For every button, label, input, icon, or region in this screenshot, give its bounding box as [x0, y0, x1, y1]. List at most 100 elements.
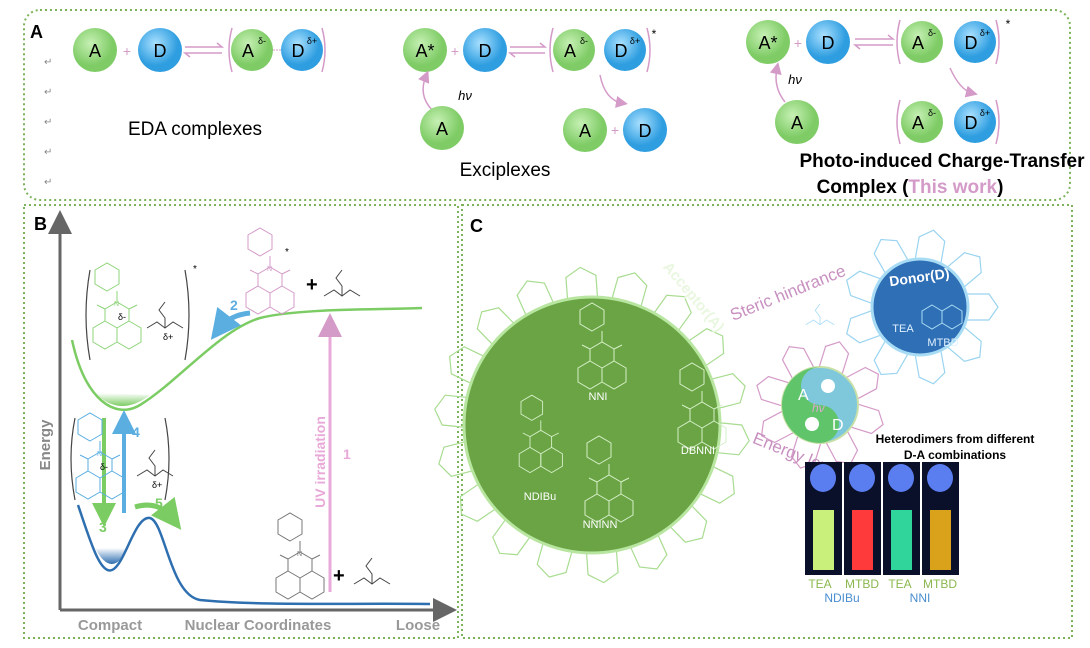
acceptor-label: A [912, 33, 924, 53]
delta-minus: δ- [580, 36, 588, 46]
excited-acceptor-label: A* [415, 41, 434, 61]
photo-title-line1: Heterodimers from different [876, 432, 1035, 446]
relaxation-arrow-icon [949, 67, 978, 98]
eda-caption: EDA complexes [128, 119, 262, 140]
donor-mtbd: MTBD [927, 337, 958, 349]
delta-minus: δ- [928, 108, 936, 118]
donor-label: D [822, 33, 835, 53]
acceptor-sphere [73, 28, 117, 72]
vial-cap [888, 464, 914, 492]
pctc-caption-line2: Complex (This work) [817, 177, 1004, 198]
vial-group-ndibu: NDIBu [824, 591, 859, 605]
complex-bracket [549, 27, 651, 73]
excited-star: * [285, 247, 289, 258]
vial-donor-label: TEA [888, 577, 911, 591]
vial-group-nni: NNI [910, 591, 931, 605]
photo-title-line2: D-A combinations [904, 448, 1007, 462]
delta-minus: δ- [928, 28, 936, 38]
yin-d-label: D [832, 417, 844, 434]
delta-plus: δ+ [152, 480, 162, 490]
acceptor-ndibu: NDIBu [524, 491, 556, 503]
donor-gear [870, 257, 970, 357]
this-work-highlight: This work [908, 177, 997, 198]
donor-label: D [639, 121, 652, 141]
panel-a-label: A [30, 22, 43, 42]
vial-donor-label: MTBD [923, 577, 957, 591]
excited-star: * [652, 27, 657, 41]
step-1-label: 1 [343, 446, 351, 462]
pctc-caption: Photo-induced Charge-Transfer [799, 151, 1085, 172]
donor-label: D [154, 41, 167, 61]
yin-yang-gear: A D hν [781, 366, 859, 444]
acceptor-label: A [89, 41, 101, 61]
yin-a-label: A [798, 387, 809, 404]
donor-label: D [965, 33, 978, 53]
step-5-arrow [134, 496, 182, 530]
panel-c: C Acceptor(A) NNI DBNNI NDIBu NNINN A D … [434, 204, 1073, 639]
vial-photo [805, 462, 959, 575]
vial-donor-label: TEA [808, 577, 831, 591]
return-mark: ↵ [44, 147, 52, 158]
exciplex-caption: Exciplexes [460, 160, 551, 181]
donor-sphere [281, 29, 323, 71]
steric-hindrance-label: Steric hindrance [727, 261, 848, 325]
acceptor-dbnni: DBNNI [681, 445, 715, 457]
hv-label: hν [788, 72, 802, 87]
donor-label: D [615, 41, 628, 61]
vial-solution [930, 510, 951, 570]
acceptor-nninn: NNINN [583, 519, 618, 531]
delta-minus: δ- [100, 462, 108, 472]
donor-sphere [138, 28, 182, 72]
excited-state-curve [70, 306, 423, 411]
ground-separate-pair: + [275, 512, 391, 600]
excited-star: * [1006, 17, 1011, 31]
plus-sign: + [794, 35, 802, 51]
uv-irradiation-label: UV irradiation [312, 416, 328, 508]
vial-cap [810, 464, 836, 492]
panel-a: A ↵ ↵ ↵ ↵ ↵ A + D A δ- D δ+ EDA complexe… [23, 9, 1085, 201]
step-3-label: 3 [99, 519, 107, 535]
panel-c-label: C [470, 216, 483, 236]
return-mark: ↵ [44, 57, 52, 68]
acceptor-sphere [231, 29, 273, 71]
exciplex-scheme: A* + D A δ- D δ+ * hν A A + D Exciplexes [403, 27, 667, 181]
vial-solution [891, 510, 912, 570]
step-2-arrow [210, 306, 251, 340]
excited-complex: δ- δ+ * [85, 262, 197, 361]
panel-a-border [23, 9, 1071, 201]
dissociation-arrow-icon [599, 74, 628, 108]
panel-b-border [23, 204, 459, 639]
return-mark: ↵ [44, 177, 52, 188]
equilibrium-arrow-icon [182, 42, 225, 58]
excited-acceptor-sphere [403, 28, 447, 72]
delta-plus: δ+ [307, 36, 317, 46]
complex-bracket [228, 27, 326, 73]
step-4-label: 4 [132, 424, 140, 440]
delta-minus: δ- [118, 312, 126, 322]
acceptor-label: A [564, 41, 576, 61]
eda-scheme: A + D A δ- D δ+ EDA complexes [73, 27, 326, 140]
excited-well-fill [95, 393, 150, 407]
excitation-arrow-icon [769, 62, 786, 103]
pctc-scheme: A* + D A δ- D δ+ * hν A A δ- D δ+ Photo [746, 17, 1085, 198]
acceptor-label: A [436, 119, 448, 139]
acceptor-label: A [791, 113, 803, 133]
excited-acceptor-label: A* [758, 33, 777, 53]
ground-complex: δ- δ+ [70, 412, 174, 501]
vial-solution [852, 510, 873, 570]
acceptor-nni: NNI [589, 391, 608, 403]
plus-sign: + [611, 122, 619, 138]
acceptor-label: A [242, 41, 254, 61]
plus-sign: + [123, 43, 131, 59]
equilibrium-arrow-icon [507, 42, 548, 58]
donor-tea: TEA [892, 323, 914, 335]
donor-label: D [479, 41, 492, 61]
vial-donor-label: MTBD [845, 577, 879, 591]
x-axis-loose: Loose [396, 617, 440, 634]
delta-plus: δ+ [630, 36, 640, 46]
plus-sign: + [451, 43, 459, 59]
delta-plus: δ+ [163, 332, 173, 342]
donor-label: D [965, 113, 978, 133]
vial-solution [813, 510, 834, 570]
